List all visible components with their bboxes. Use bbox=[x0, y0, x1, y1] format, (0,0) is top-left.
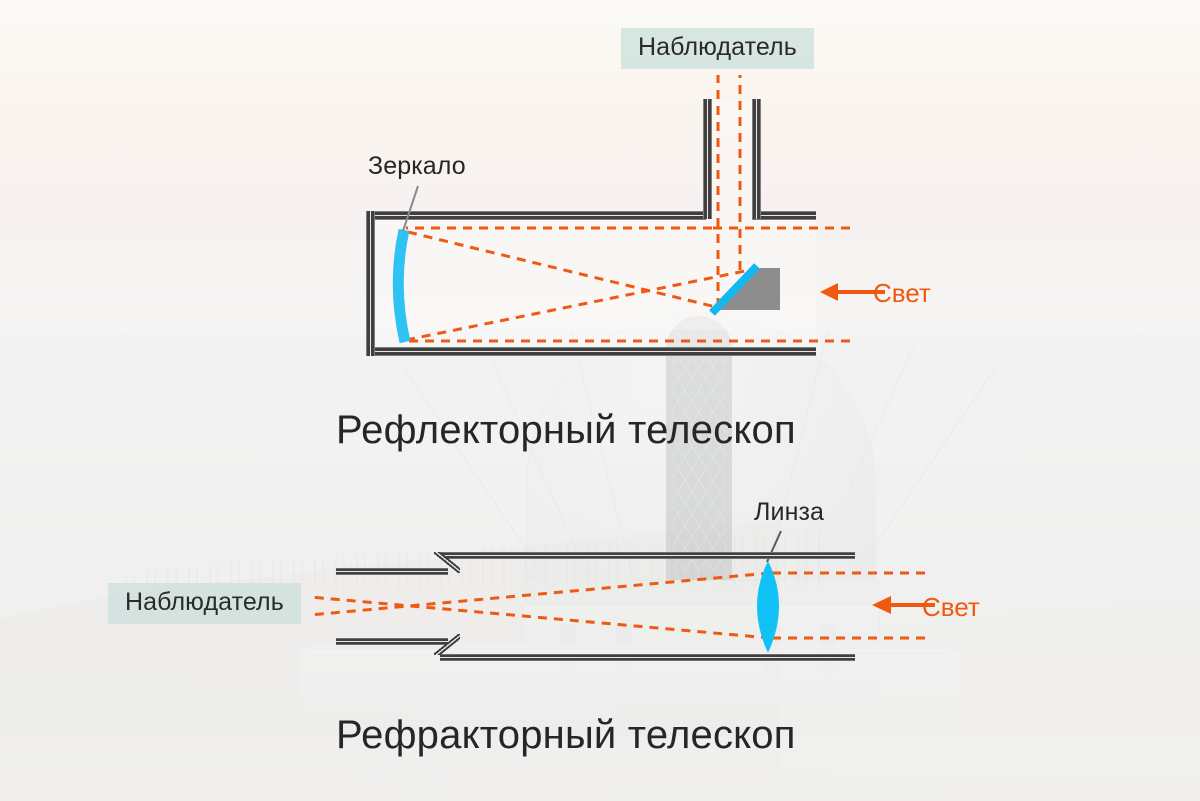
label-lens-text: Линза bbox=[754, 498, 825, 526]
label-mirror-text: Зеркало bbox=[368, 152, 466, 180]
secondary-mirror-block bbox=[716, 268, 780, 310]
reflector-tube-top-wall bbox=[366, 211, 706, 220]
ray-reflected-from-mirror-bottom bbox=[405, 268, 751, 342]
label-observer-refractor-text: Наблюдатель bbox=[125, 588, 284, 616]
refractor-ray-upper-out bbox=[309, 571, 771, 617]
refractor-shoulder-bottom bbox=[434, 634, 460, 655]
reflector-tube-top-wall-right bbox=[752, 211, 816, 220]
label-light-reflector-text: Свет bbox=[873, 278, 931, 308]
refractor-drawtube-bottom-wall bbox=[336, 638, 448, 645]
label-light-refractor: Свет bbox=[922, 592, 980, 623]
title-refractor-text: Рефракторный телескоп bbox=[336, 713, 796, 757]
reflector-tube-closed-end bbox=[366, 211, 375, 356]
label-observer-refractor: Наблюдатель bbox=[108, 583, 301, 624]
eyepiece-left-wall bbox=[703, 99, 712, 219]
mirror-leader-line bbox=[402, 185, 419, 232]
title-refractor: Рефракторный телескоп bbox=[336, 713, 796, 758]
label-observer-reflector: Наблюдатель bbox=[621, 28, 814, 69]
refractor-ray-lower-out bbox=[309, 595, 771, 640]
title-reflector: Рефлекторный телескоп bbox=[336, 408, 796, 453]
objective-lens bbox=[757, 561, 779, 653]
reflector-tube-bottom-wall bbox=[366, 347, 816, 356]
title-reflector-text: Рефлекторный телескоп bbox=[336, 408, 796, 452]
refractor-barrel-bottom-wall bbox=[440, 654, 855, 661]
light-arrow-reflector bbox=[820, 283, 885, 301]
light-arrow-refractor bbox=[872, 596, 935, 614]
refractor-barrel-top-wall bbox=[440, 552, 855, 559]
label-observer-reflector-text: Наблюдатель bbox=[638, 33, 797, 61]
eyepiece-right-wall bbox=[752, 99, 761, 219]
ray-reflected-from-mirror-top bbox=[407, 230, 717, 309]
secondary-mirror bbox=[709, 263, 760, 316]
refractor-shoulder-top bbox=[434, 552, 460, 573]
label-light-reflector: Свет bbox=[873, 278, 931, 309]
photo-warm-veil bbox=[0, 0, 1200, 330]
label-lens: Линза bbox=[754, 498, 824, 527]
label-light-refractor-text: Свет bbox=[922, 592, 980, 622]
refractor-drawtube-top-wall bbox=[336, 568, 448, 575]
label-mirror: Зеркало bbox=[368, 152, 466, 181]
primary-mirror bbox=[392, 228, 411, 344]
